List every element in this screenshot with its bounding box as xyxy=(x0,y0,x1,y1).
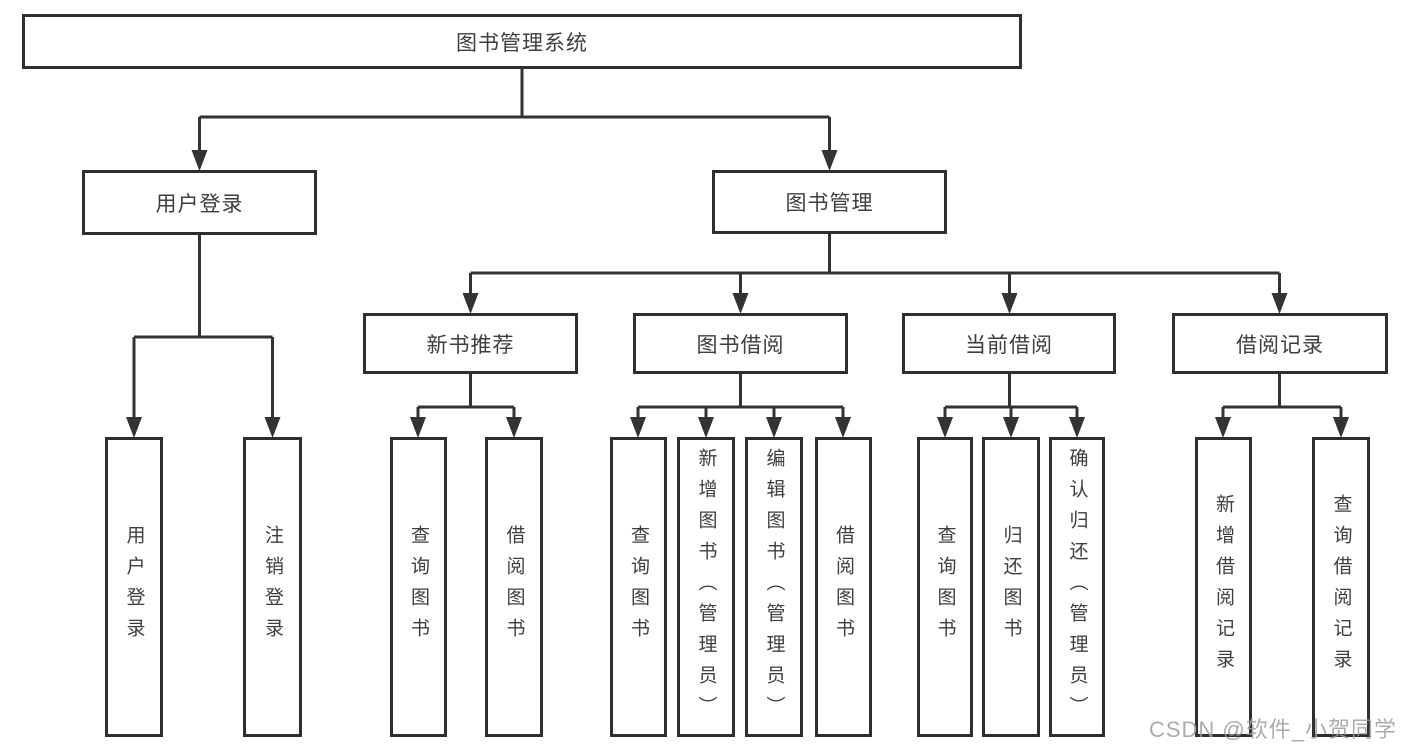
node-new-book-recommend: 新书推荐 xyxy=(363,313,578,374)
leaf-borrow-books-newbook: 借阅图书 xyxy=(485,437,543,737)
leaf-borrow-books-newbook-label: 借阅图书 xyxy=(503,525,525,649)
leaf-query-borrow-record-label: 查询借阅记录 xyxy=(1330,494,1352,680)
leaf-query-borrow-record: 查询借阅记录 xyxy=(1312,437,1370,737)
leaf-edit-books-admin: 编辑图书（管理员） xyxy=(745,437,803,737)
leaf-add-borrow-record: 新增借阅记录 xyxy=(1195,437,1252,737)
leaf-borrow-books-borrow-label: 借阅图书 xyxy=(833,525,854,649)
leaf-query-books-borrow-label: 查询图书 xyxy=(628,525,649,649)
leaf-query-books-borrow: 查询图书 xyxy=(610,437,667,737)
csdn-watermark: CSDN @软件_小贺同学 xyxy=(1148,717,1397,742)
node-book-management: 图书管理 xyxy=(712,170,947,234)
leaf-user-login: 用户登录 xyxy=(105,437,163,737)
leaf-query-books-newbook-label: 查询图书 xyxy=(408,525,429,649)
leaf-logout-login: 注销登录 xyxy=(243,437,302,737)
leaf-user-login-label: 用户登录 xyxy=(123,525,145,649)
leaf-query-books-current-label: 查询图书 xyxy=(934,525,956,649)
leaf-add-books-admin-label: 新增图书（管理员） xyxy=(695,447,717,727)
leaf-query-books-newbook: 查询图书 xyxy=(390,437,447,737)
leaf-return-books: 归还图书 xyxy=(982,437,1040,737)
leaf-logout-login-label: 注销登录 xyxy=(262,525,283,649)
node-root-library-management-system: 图书管理系统 xyxy=(22,14,1022,69)
leaf-add-borrow-record-label: 新增借阅记录 xyxy=(1213,494,1234,680)
leaf-query-books-current: 查询图书 xyxy=(917,437,973,737)
leaf-edit-books-admin-label: 编辑图书（管理员） xyxy=(763,447,785,727)
node-borrow-records: 借阅记录 xyxy=(1172,313,1388,374)
node-book-borrow: 图书借阅 xyxy=(633,313,848,374)
node-current-borrow: 当前借阅 xyxy=(902,313,1116,374)
leaf-borrow-books-borrow: 借阅图书 xyxy=(815,437,872,737)
node-user-login: 用户登录 xyxy=(82,170,317,235)
leaf-confirm-return-admin-label: 确认归还（管理员） xyxy=(1066,447,1088,727)
leaf-return-books-label: 归还图书 xyxy=(1000,525,1022,649)
leaf-confirm-return-admin: 确认归还（管理员） xyxy=(1049,437,1105,737)
leaf-add-books-admin: 新增图书（管理员） xyxy=(677,437,735,737)
